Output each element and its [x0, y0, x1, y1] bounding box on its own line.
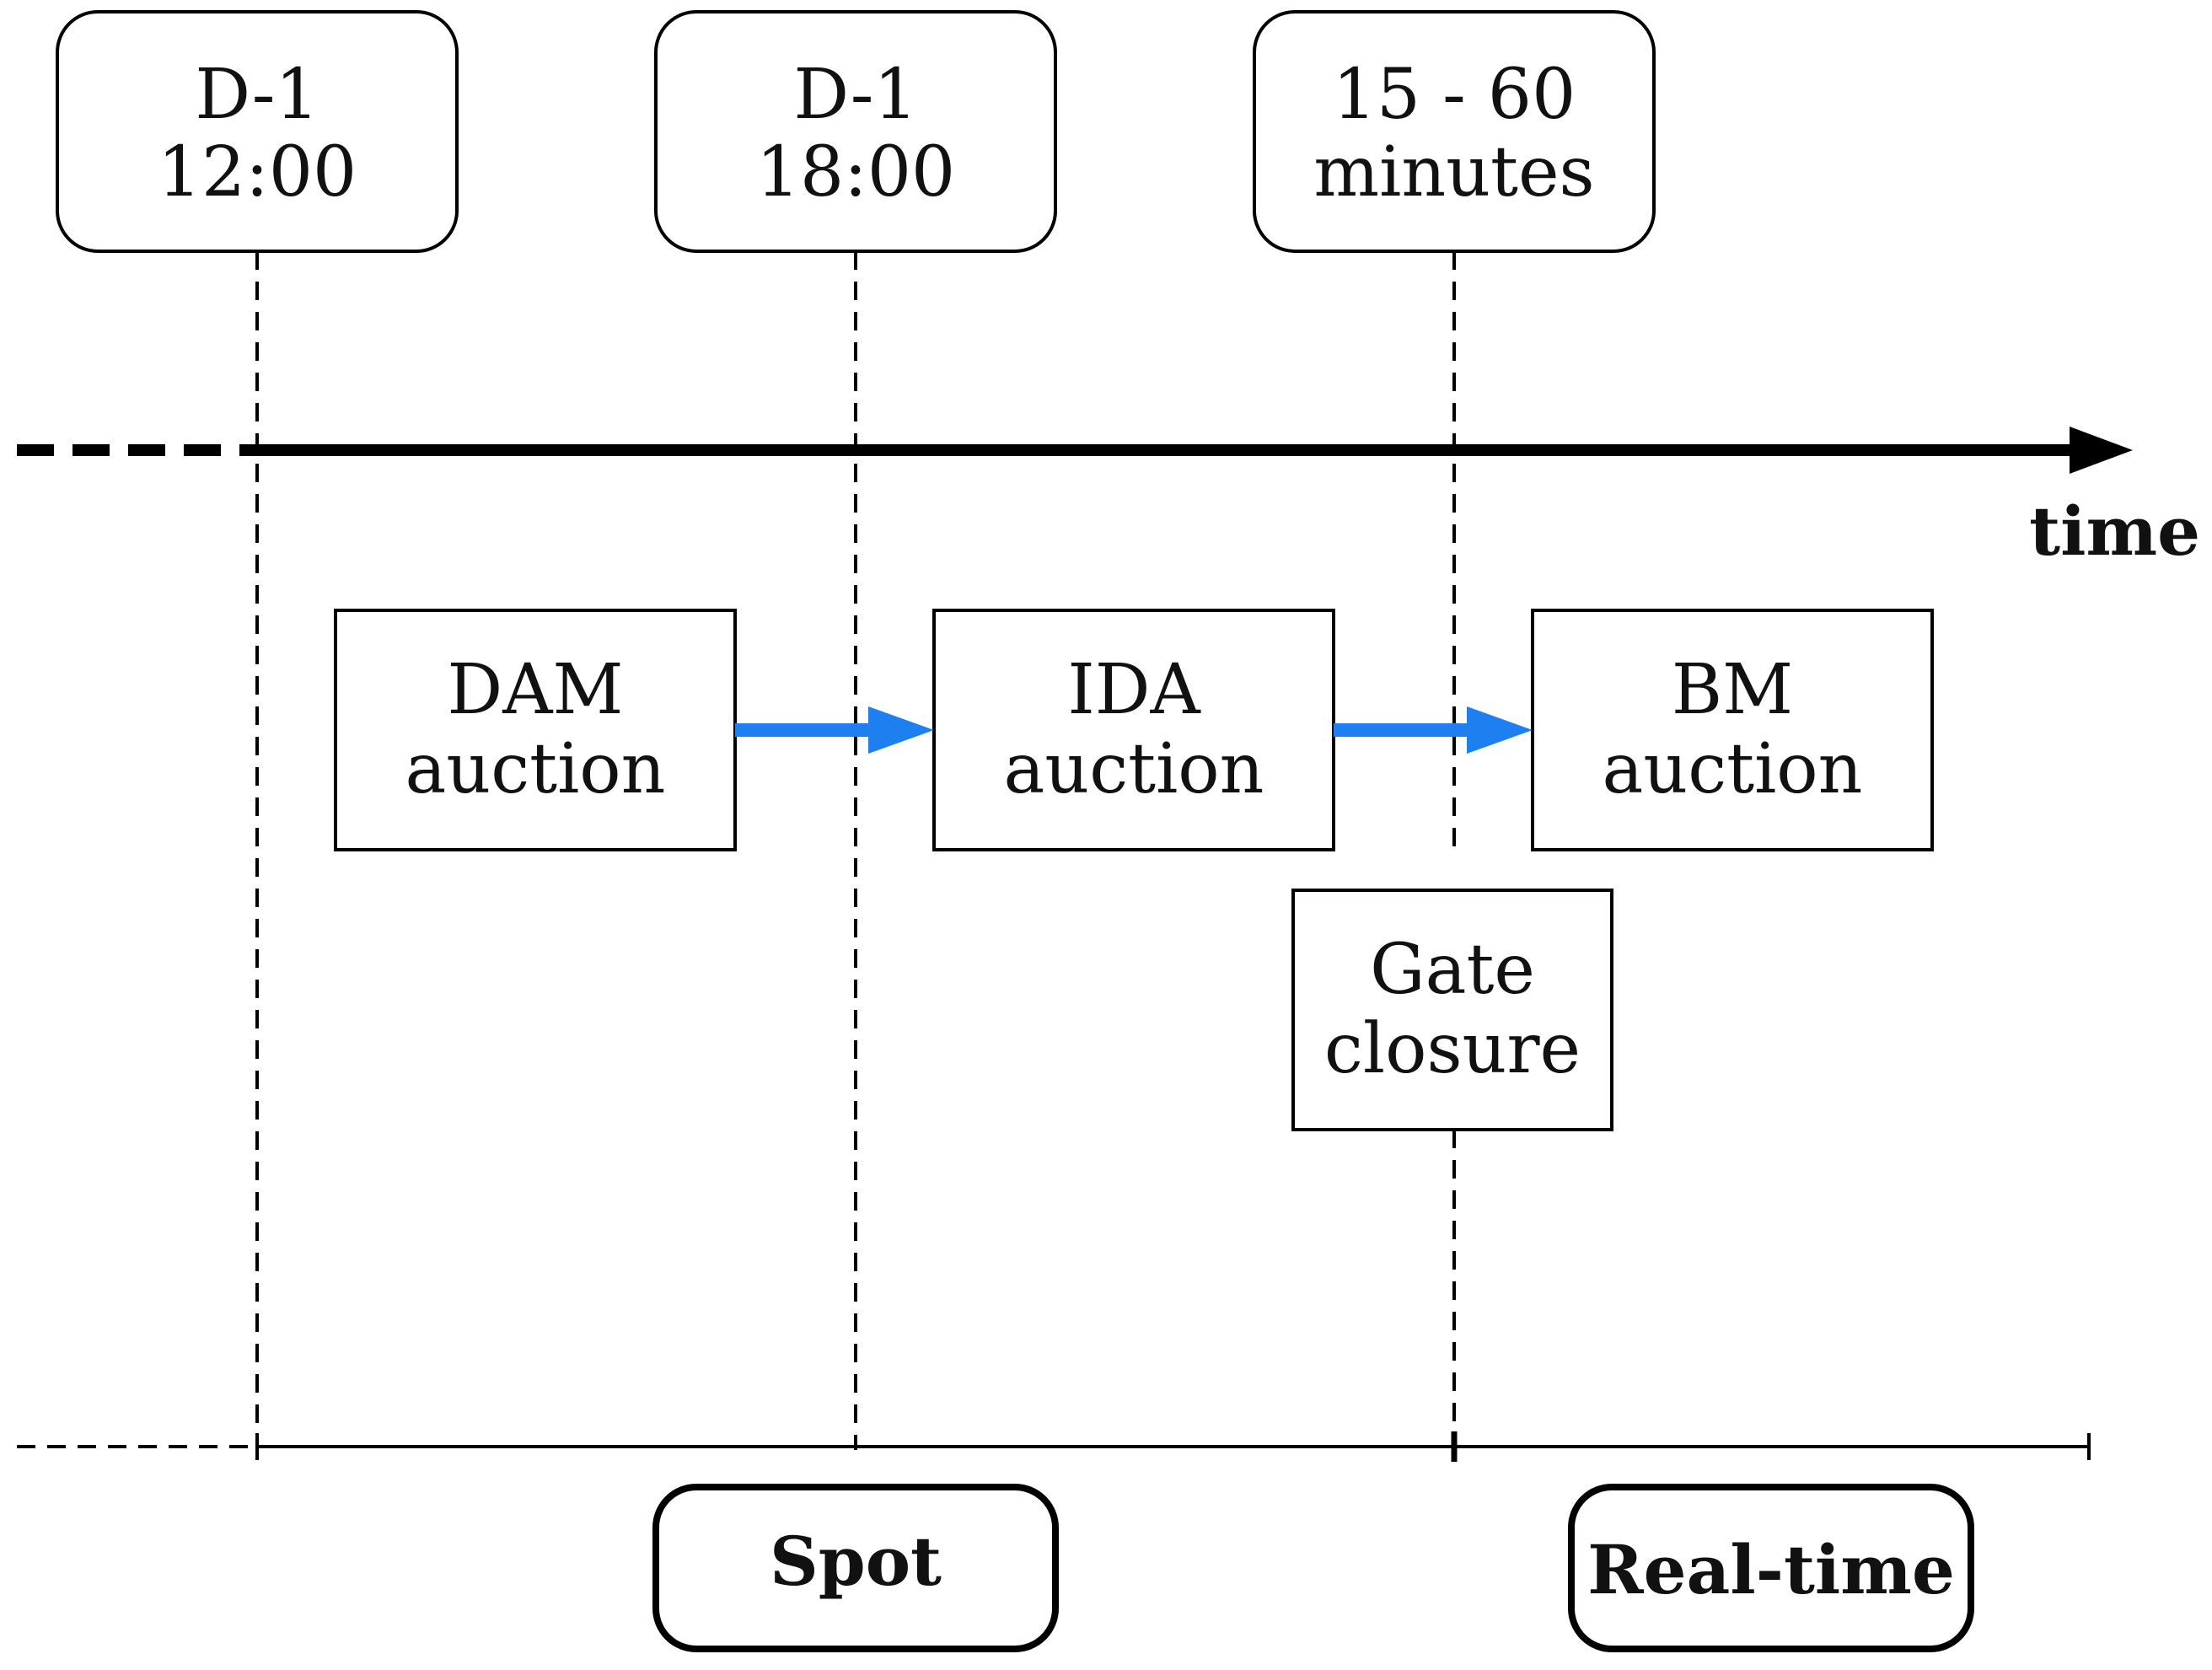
time-marker-label-line2: minutes [1313, 132, 1594, 212]
time-marker-d1-1200: D-1 12:00 [56, 10, 459, 253]
time-marker-label-line1: D-1 [793, 55, 917, 135]
auction-label-line2: auction [1004, 729, 1264, 809]
time-marker-15-60-minutes: 15 - 60 minutes [1253, 10, 1656, 253]
auction-label-line1: IDA [1067, 650, 1201, 730]
time-marker-label-line1: D-1 [195, 55, 319, 135]
dam-auction-box: DAM auction [334, 609, 737, 851]
flow-arrowhead-dam-to-ida [868, 706, 934, 754]
spot-label: Spot [770, 1522, 942, 1601]
auction-label-line1: DAM [448, 650, 624, 730]
time-marker-label-line1: 15 - 60 [1333, 55, 1576, 135]
auction-label-line1: BM [1672, 650, 1793, 730]
real-time-period-label: Real-time [1568, 1484, 1974, 1652]
spot-period-label: Spot [652, 1484, 1059, 1652]
auction-label-line2: auction [1603, 729, 1863, 809]
bm-auction-box: BM auction [1531, 609, 1934, 851]
time-marker-label-line2: 12:00 [158, 132, 357, 212]
gate-closure-box: Gate closure [1291, 889, 1613, 1131]
time-marker-d1-1800: D-1 18:00 [654, 10, 1057, 253]
ida-auction-box: IDA auction [932, 609, 1335, 851]
auction-label-line2: auction [405, 729, 666, 809]
gate-closure-label-line2: closure [1324, 1009, 1581, 1089]
time-marker-label-line2: 18:00 [756, 132, 955, 212]
real-time-label: Real-time [1587, 1530, 1955, 1609]
time-axis-arrowhead [2070, 427, 2133, 474]
flow-arrowhead-ida-to-bm [1467, 706, 1533, 754]
time-axis-label: time [2029, 491, 2200, 571]
gate-closure-label-line1: Gate [1370, 930, 1535, 1010]
